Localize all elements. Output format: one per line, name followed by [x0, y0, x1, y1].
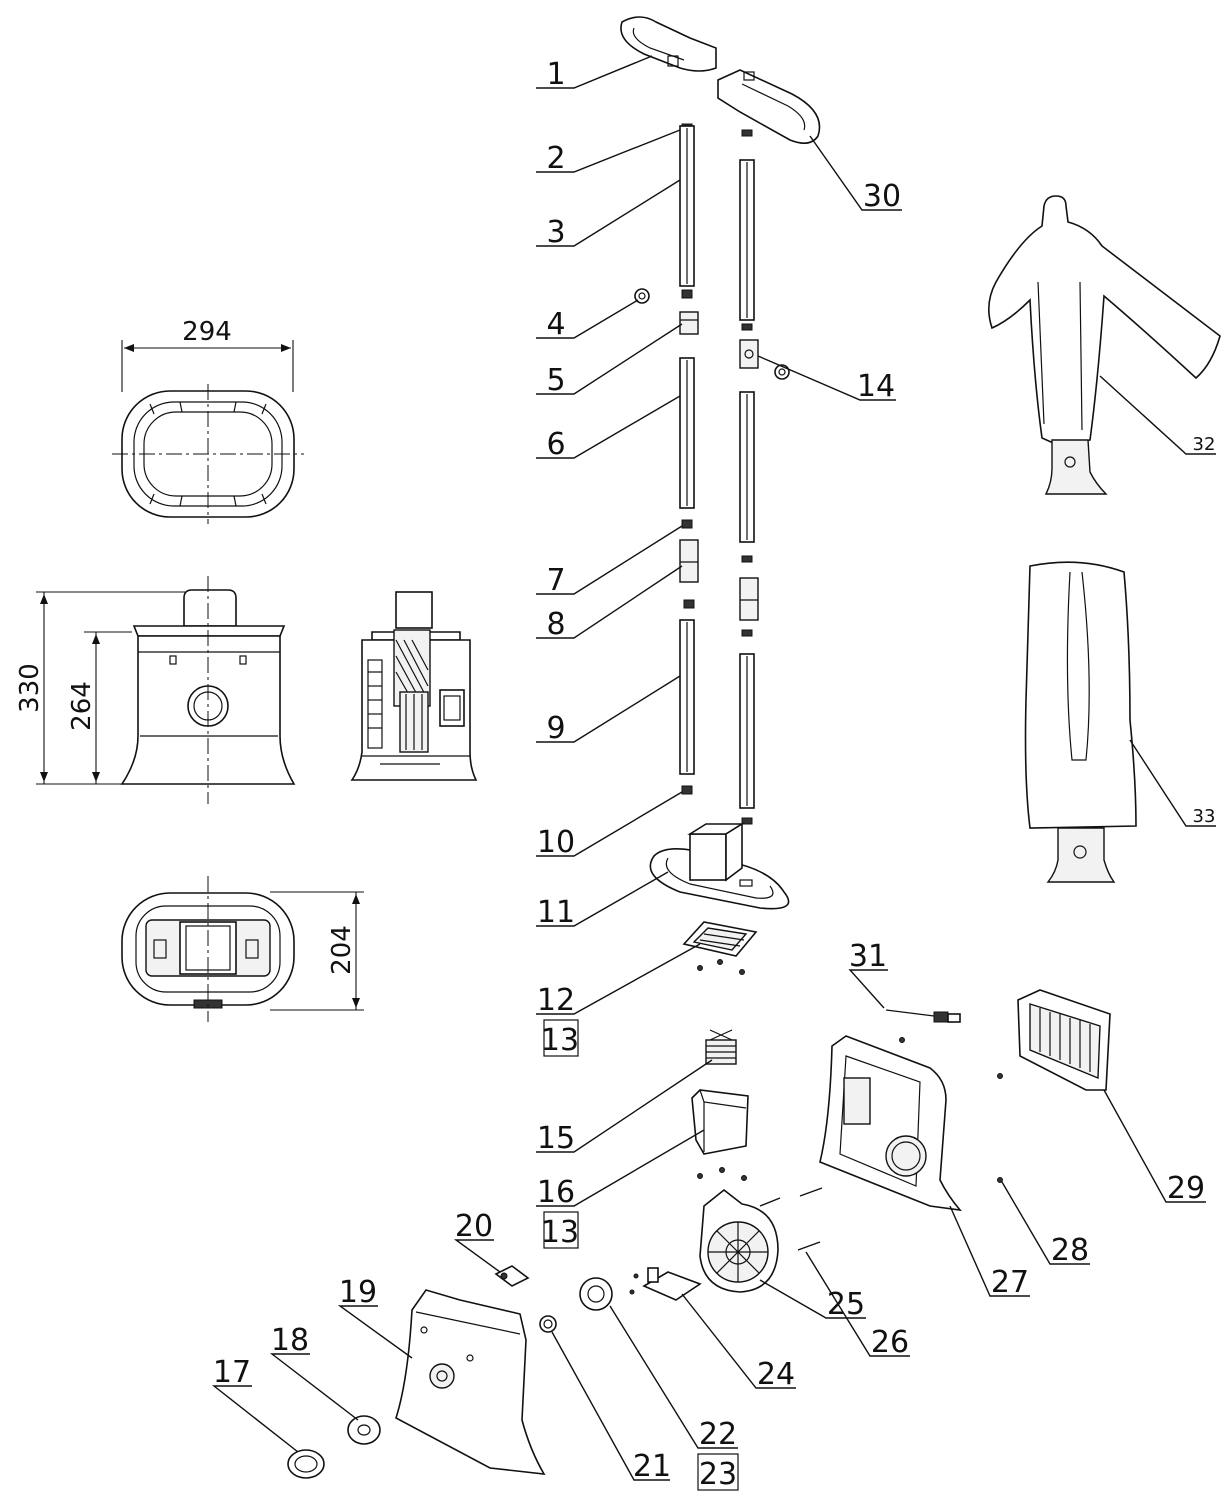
right-pole-plug-bottom — [741, 629, 753, 637]
callout-12: 12 — [537, 983, 575, 1018]
part-21-gasket — [539, 1315, 557, 1333]
part-9-pole-section — [679, 619, 695, 775]
part-6-pole-section — [679, 357, 695, 509]
part-22-motor — [579, 1273, 639, 1311]
callout-13-lower-box — [543, 1211, 579, 1249]
right-pole-middle — [739, 391, 755, 543]
right-pole-plug-top — [741, 129, 753, 137]
part-8-pole-coupler — [679, 539, 699, 583]
part-29-rear-grille — [1017, 989, 1111, 1091]
part-26-long-screws — [759, 1187, 823, 1251]
callout-9: 9 — [546, 711, 565, 746]
callout-14: 14 — [857, 369, 895, 404]
callout-28: 28 — [1051, 1233, 1089, 1268]
callout-26: 26 — [871, 1325, 909, 1360]
right-pole-lower — [739, 653, 755, 809]
callout-11: 11 — [537, 895, 575, 930]
part-15-heating-element — [705, 1029, 737, 1065]
part-13-screws-upper — [697, 959, 745, 975]
part-33-trouser-inflatable-form — [1024, 561, 1137, 883]
dimension-body-height-label: 264 — [67, 681, 97, 731]
callout-19: 19 — [339, 1275, 377, 1310]
callout-13-upper-box — [543, 1019, 579, 1057]
part-16-heater-housing — [691, 1089, 749, 1155]
callout-2: 2 — [546, 141, 565, 176]
part-10-connector-plug — [681, 785, 693, 795]
callout-31: 31 — [849, 939, 887, 974]
callout-7: 7 — [546, 563, 565, 598]
right-pole-plug-end — [741, 817, 753, 825]
right-pole-upper — [739, 159, 755, 321]
callout-22: 22 — [699, 1417, 737, 1452]
top-view-drawing: 294 — [112, 317, 304, 524]
dimension-overall-height-label: 330 — [15, 663, 45, 713]
pole-joint-plug — [681, 289, 693, 299]
callout-18: 18 — [271, 1323, 309, 1358]
part-3-pole-section — [679, 125, 695, 287]
right-pole-plug-mid — [741, 323, 753, 331]
part-27-rear-housing — [819, 1035, 962, 1212]
callout-25: 25 — [827, 1287, 865, 1322]
part-4-locking-knob — [634, 288, 650, 304]
callout-15: 15 — [537, 1121, 575, 1156]
callout-23-box — [697, 1453, 739, 1491]
right-pole-plug-lower — [741, 555, 753, 563]
part-11-pole-base-mount — [649, 822, 790, 910]
right-pole-coupler-lower — [739, 577, 759, 621]
callout-1: 1 — [546, 57, 565, 92]
part-7-connector-plug — [681, 519, 693, 529]
callout-23: 23 — [699, 1457, 737, 1492]
part-5-pole-coupler — [679, 311, 699, 335]
callout-5: 5 — [546, 363, 565, 398]
part-20-switch — [494, 1265, 530, 1287]
part-19-front-cover — [395, 1289, 546, 1475]
part-28-screw — [997, 1177, 1003, 1183]
callout-13-upper: 13 — [541, 1023, 579, 1058]
pole-joint-plug-lower — [683, 599, 695, 609]
callout-24: 24 — [757, 1357, 795, 1392]
callout-16: 16 — [537, 1175, 575, 1210]
part-12-filter-plate — [682, 921, 758, 957]
callout-21: 21 — [633, 1449, 671, 1484]
housing-screw — [899, 1037, 905, 1043]
part-31-power-cord — [885, 1009, 961, 1023]
rear-screw — [997, 1073, 1003, 1079]
callout-29: 29 — [1167, 1171, 1205, 1206]
front-view-drawing: 330 264 — [15, 576, 296, 804]
dimension-depth-label: 204 — [327, 925, 357, 975]
callout-labels: 1 2 3 4 5 6 7 8 9 10 11 12 13 15 16 13 1… — [213, 57, 1216, 1492]
part-18-knob — [347, 1415, 381, 1445]
callout-3: 3 — [546, 215, 565, 250]
callout-6: 6 — [546, 427, 565, 462]
callout-17: 17 — [213, 1355, 251, 1390]
part-24-circuit-board — [642, 1267, 702, 1301]
callout-leaders — [211, 55, 1216, 1481]
callout-4: 4 — [546, 307, 565, 342]
part-25-blower-fan — [699, 1188, 779, 1293]
dimension-width-label: 294 — [182, 317, 232, 347]
callout-33: 33 — [1193, 806, 1216, 827]
part-14-pole-coupler — [739, 339, 759, 369]
part-32-shirt-inflatable-form — [988, 195, 1221, 495]
callout-27: 27 — [991, 1265, 1029, 1300]
callout-32: 32 — [1193, 434, 1216, 455]
callout-10: 10 — [537, 825, 575, 860]
bottom-view-drawing: 204 — [121, 876, 364, 1022]
part-1-handle-left — [620, 16, 717, 72]
part-17-knob-ring — [287, 1449, 325, 1479]
section-view-drawing — [350, 591, 478, 781]
callout-13-lower: 13 — [541, 1215, 579, 1250]
part-13-screws-lower — [697, 1167, 747, 1181]
callout-8: 8 — [546, 607, 565, 642]
callout-20: 20 — [455, 1209, 493, 1244]
callout-30: 30 — [863, 179, 901, 214]
part-30-handle-right — [717, 69, 821, 144]
